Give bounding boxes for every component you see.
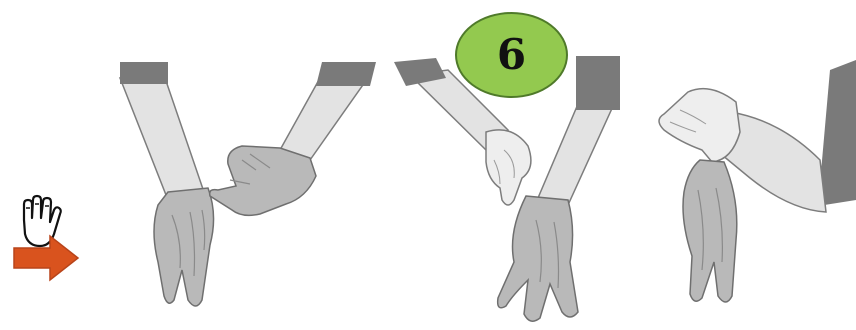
glove-removal-illustration-3 [640,0,856,330]
arrow-right-icon [12,234,82,282]
glove-removal-illustration-2 [390,0,650,330]
glove-removal-illustration-1 [110,0,410,330]
